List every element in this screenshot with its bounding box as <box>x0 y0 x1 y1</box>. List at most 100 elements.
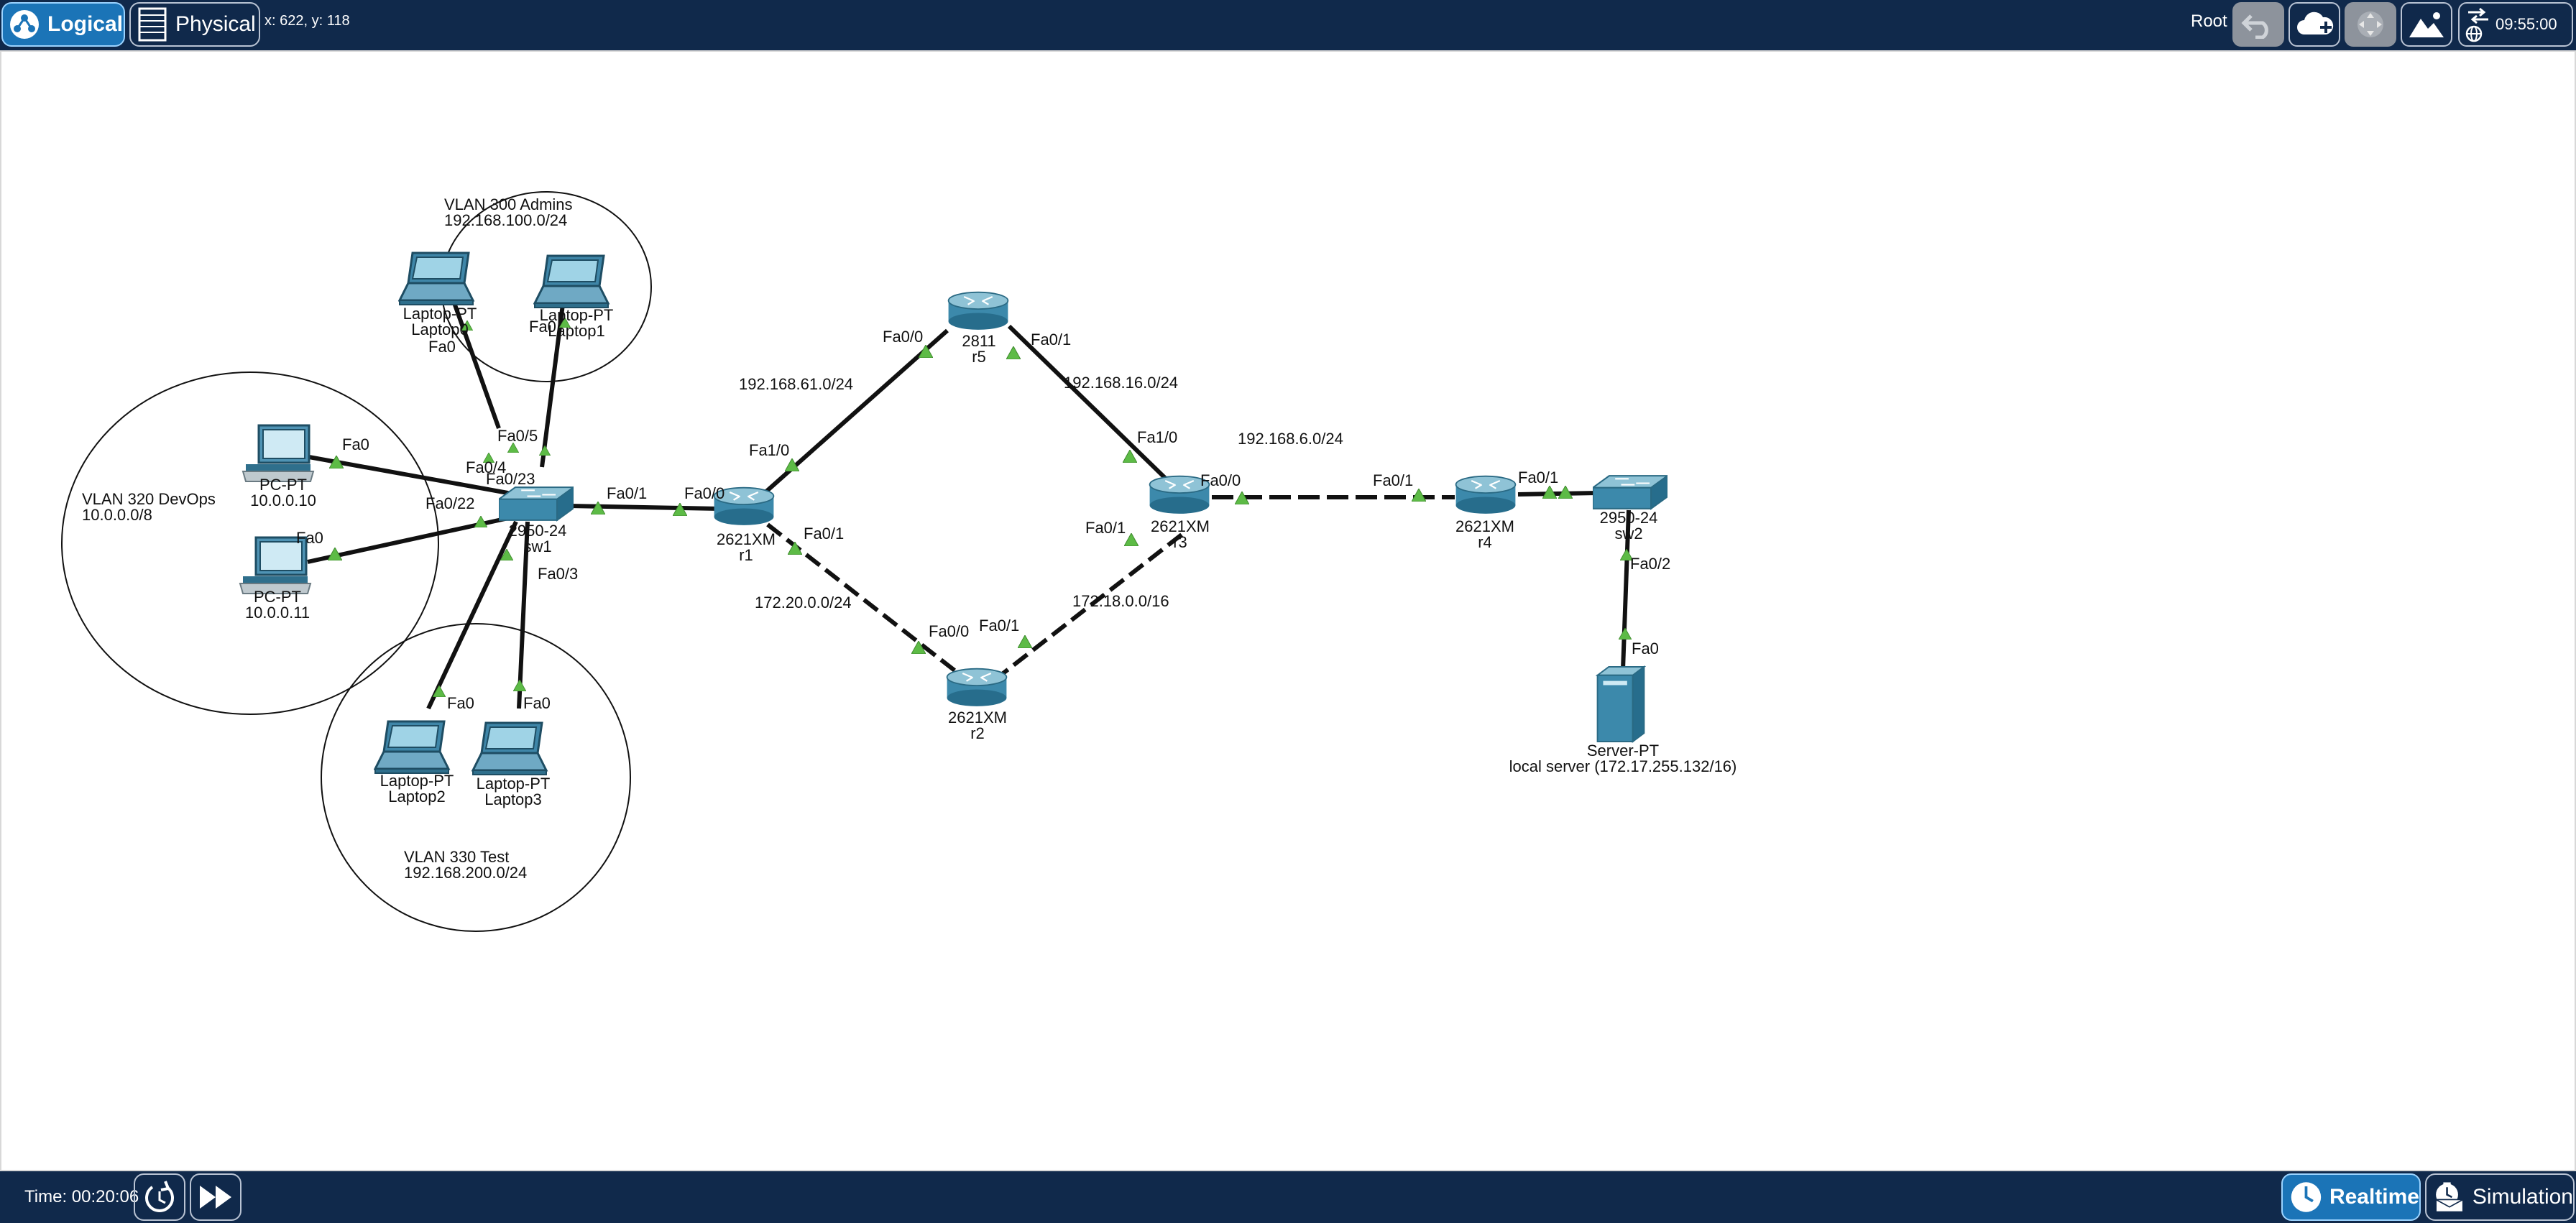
move-object-button[interactable] <box>2345 2 2396 47</box>
laptop1-name: Laptop1 <box>548 322 605 340</box>
svg-text:Fa0/1: Fa0/1 <box>607 484 647 502</box>
pc11-name: 10.0.0.11 <box>245 604 310 622</box>
link-sw1-r1[interactable] <box>569 504 721 511</box>
laptop2-model: Laptop-PT <box>380 772 454 790</box>
sw2-switch-icon[interactable] <box>1593 475 1668 509</box>
svg-text:Fa0/1: Fa0/1 <box>979 617 1019 634</box>
link-r4-sw2[interactable] <box>1517 491 1599 497</box>
physical-view-label: Physical <box>175 12 256 36</box>
back-button[interactable] <box>2232 2 2284 47</box>
r5-model: 2811 <box>962 332 995 350</box>
svg-text:Fa0: Fa0 <box>296 529 323 547</box>
laptop0-model: Laptop-PT <box>403 305 477 323</box>
port-labels: Fa0 Fa0 Fa0/5 Fa0/4 Fa0/23 Fa0 Fa0/22 Fa… <box>296 318 1670 712</box>
elapsed-time: Time: 00:20:06 <box>24 1187 139 1206</box>
laptop3-icon[interactable] <box>472 721 548 776</box>
svg-text:Fa0: Fa0 <box>342 435 369 453</box>
link-laptop3-sw1[interactable] <box>517 521 530 709</box>
move-arrows-icon <box>2358 11 2383 37</box>
svg-text:Fa0/1: Fa0/1 <box>1085 519 1126 537</box>
sw2-model: 2950-24 <box>1600 509 1658 527</box>
r5-name: r5 <box>972 348 986 366</box>
net-label-192-168-6: 192.168.6.0/24 <box>1238 430 1343 448</box>
pc-10-0-0-10-icon[interactable] <box>242 424 315 483</box>
root-breadcrumb[interactable]: Root <box>2191 11 2227 31</box>
net-label-192-168-16: 192.168.16.0/24 <box>1064 374 1178 392</box>
undo-arrow-icon <box>2241 14 2268 39</box>
vlan-320-cluster-outline <box>61 371 439 715</box>
topology-diagram: VLAN 300 Admins 192.168.100.0/24 VLAN 32… <box>61 191 1737 932</box>
svg-text:Fa0/2: Fa0/2 <box>1630 555 1670 573</box>
r1-name: r1 <box>739 546 753 564</box>
new-cluster-button[interactable] <box>2288 2 2340 47</box>
realtime-mode-button[interactable]: Realtime <box>2281 1173 2421 1221</box>
pc11-model: PC-PT <box>254 588 301 606</box>
vlan-300-name: VLAN 300 Admins <box>444 195 573 213</box>
laptop2-icon[interactable] <box>374 720 450 775</box>
clock-time: 09:55:00 <box>2496 15 2557 33</box>
svg-text:Fa1/0: Fa1/0 <box>1137 428 1177 446</box>
logical-topology-icon <box>10 10 39 39</box>
landscape-image-icon <box>2409 12 2444 37</box>
svg-text:Fa0: Fa0 <box>428 338 456 356</box>
fast-forward-button[interactable] <box>190 1173 242 1221</box>
r3-model: 2621XM <box>1151 517 1210 535</box>
svg-text:Fa0: Fa0 <box>523 694 551 712</box>
r4-model: 2621XM <box>1455 517 1514 535</box>
cursor-coordinates: x: 622, y: 118 <box>264 13 350 29</box>
r2-name: r2 <box>970 724 985 742</box>
server-name: local server (172.17.255.132/16) <box>1509 757 1737 775</box>
laptop3-name: Laptop3 <box>484 790 542 808</box>
svg-text:Fa0/1: Fa0/1 <box>1031 331 1071 349</box>
svg-text:Fa0/1: Fa0/1 <box>1518 469 1558 486</box>
svg-text:Fa0: Fa0 <box>447 694 474 712</box>
svg-text:Fa0/0: Fa0/0 <box>684 484 724 502</box>
laptop3-model: Laptop-PT <box>477 775 551 793</box>
vlan-320-name: VLAN 320 DevOps <box>82 490 216 508</box>
power-cycle-button[interactable] <box>134 1173 185 1221</box>
link-r1-r5[interactable] <box>765 328 949 494</box>
laptop0-name: Laptop0 <box>411 320 469 338</box>
link-laptop0-sw1[interactable] <box>451 297 501 430</box>
svg-text:Fa0/5: Fa0/5 <box>497 427 538 445</box>
svg-text:Fa0/0: Fa0/0 <box>883 328 923 346</box>
stopwatch-envelope-icon <box>2435 1182 2464 1213</box>
realtime-label: Realtime <box>2329 1185 2419 1209</box>
power-cycle-icon <box>145 1181 174 1212</box>
link-pc10-sw1[interactable] <box>308 455 512 496</box>
top-toolbar: Logical Physical x: 622, y: 118 Root <box>0 0 2576 50</box>
sw1-model: 2950-24 <box>509 522 567 540</box>
svg-text:Fa0/22: Fa0/22 <box>426 494 475 512</box>
bottom-toolbar: Time: 00:20:06 Realtime Simulation <box>0 1171 2576 1223</box>
logical-view-button[interactable]: Logical <box>1 2 125 47</box>
sw1-switch-icon[interactable] <box>499 486 574 521</box>
svg-text:Fa0/4: Fa0/4 <box>466 458 506 476</box>
r4-router-icon[interactable] <box>1455 475 1517 514</box>
laptop1-icon[interactable] <box>533 254 610 309</box>
link-r3-r2[interactable] <box>993 532 1183 682</box>
r2-router-icon[interactable] <box>946 668 1008 707</box>
simulation-mode-button[interactable]: Simulation <box>2425 1173 2575 1221</box>
cloud-plus-icon <box>2297 11 2334 34</box>
logical-workspace[interactable]: VLAN 300 Admins 192.168.100.0/24 VLAN 32… <box>0 50 2576 1171</box>
r5-router-icon[interactable] <box>947 291 1009 331</box>
link-laptop2-sw1[interactable] <box>426 520 518 710</box>
svg-text:Fa0/23: Fa0/23 <box>486 470 535 488</box>
svg-text:Fa0: Fa0 <box>1632 640 1659 657</box>
r4-name: r4 <box>1478 533 1492 551</box>
link-r5-r3[interactable] <box>1007 324 1169 482</box>
link-sw2-server[interactable] <box>1621 509 1631 670</box>
svg-text:Fa0/1: Fa0/1 <box>1373 471 1413 489</box>
physical-view-button[interactable]: Physical <box>129 2 260 47</box>
laptop0-icon[interactable] <box>398 251 474 306</box>
set-background-button[interactable] <box>2401 2 2452 47</box>
local-server-icon[interactable] <box>1596 665 1645 743</box>
server-model: Server-PT <box>1587 742 1659 760</box>
laptop2-name: Laptop2 <box>388 788 446 806</box>
svg-text:Fa1/0: Fa1/0 <box>749 441 789 459</box>
svg-text:Fa0/1: Fa0/1 <box>804 525 844 543</box>
laptop1-model: Laptop-PT <box>540 306 614 324</box>
viewport-clock-button[interactable]: 09:55:00 <box>2458 2 2573 47</box>
pc10-model: PC-PT <box>259 476 307 494</box>
vlan-330-subnet: 192.168.200.0/24 <box>404 864 527 882</box>
